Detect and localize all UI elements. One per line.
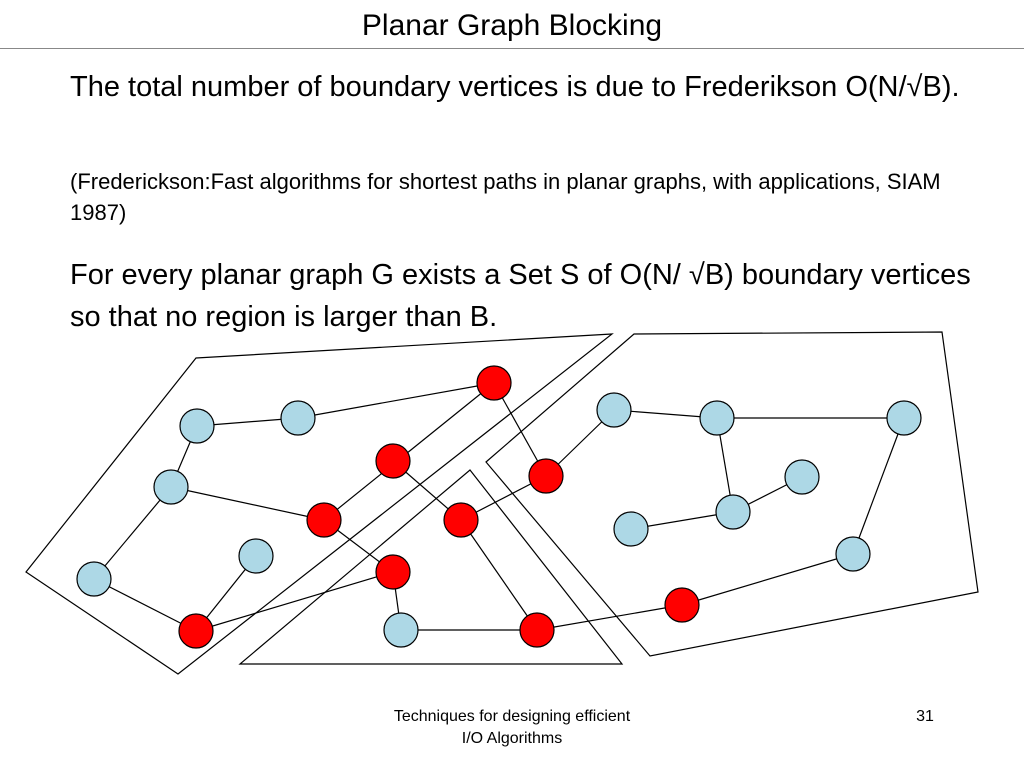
edge: [536, 604, 683, 631]
boundary-vertex: [443, 502, 479, 538]
boundary-vertex: [476, 365, 512, 401]
interior-vertex: [715, 494, 751, 530]
interior-vertex: [835, 536, 871, 572]
interior-vertex: [784, 459, 820, 495]
boundary-vertex: [375, 554, 411, 590]
interior-vertex: [613, 511, 649, 547]
boundary-vertex: [375, 443, 411, 479]
boundary-vertex: [664, 587, 700, 623]
interior-vertex: [179, 408, 215, 444]
edge: [93, 578, 197, 632]
paragraph-boundary-count: The total number of boundary vertices is…: [70, 71, 960, 103]
region-outlines: [25, 331, 979, 675]
paragraph-separator-theorem: For every planar graph G exists a Set S …: [70, 259, 971, 333]
paragraph-citation: (Frederickson:Fast algorithms for shorte…: [70, 169, 941, 225]
interior-vertex: [596, 392, 632, 428]
title-divider: [0, 48, 1024, 49]
interior-vertex: [238, 538, 274, 574]
edge: [493, 382, 547, 477]
boundary-vertices: [178, 365, 700, 649]
boundary-vertex: [178, 613, 214, 649]
region-left: [25, 333, 614, 675]
boundary-vertex: [528, 458, 564, 494]
edge: [852, 417, 905, 555]
boundary-vertex: [306, 502, 342, 538]
interior-vertex: [280, 400, 316, 436]
edge: [460, 519, 538, 631]
interior-vertex: [886, 400, 922, 436]
footer-title: Techniques for designing efficient I/O A…: [362, 706, 662, 750]
footer-title-line1: Techniques for designing efficient: [393, 708, 631, 725]
edge: [170, 486, 325, 521]
edge: [195, 571, 394, 632]
edge: [297, 382, 495, 419]
interior-vertices: [76, 392, 922, 648]
interior-vertex: [153, 469, 189, 505]
interior-vertex: [76, 561, 112, 597]
region-middle: [238, 469, 624, 665]
slide-title: Planar Graph Blocking: [361, 9, 663, 42]
page-number: 31: [916, 708, 934, 725]
interior-vertex: [383, 612, 419, 648]
edge: [93, 486, 172, 580]
footer-title-line2: I/O Algorithms: [461, 730, 563, 747]
boundary-vertex: [519, 612, 555, 648]
interior-vertex: [699, 400, 735, 436]
edge: [681, 553, 854, 606]
edge: [323, 382, 495, 521]
region-right: [485, 331, 979, 657]
